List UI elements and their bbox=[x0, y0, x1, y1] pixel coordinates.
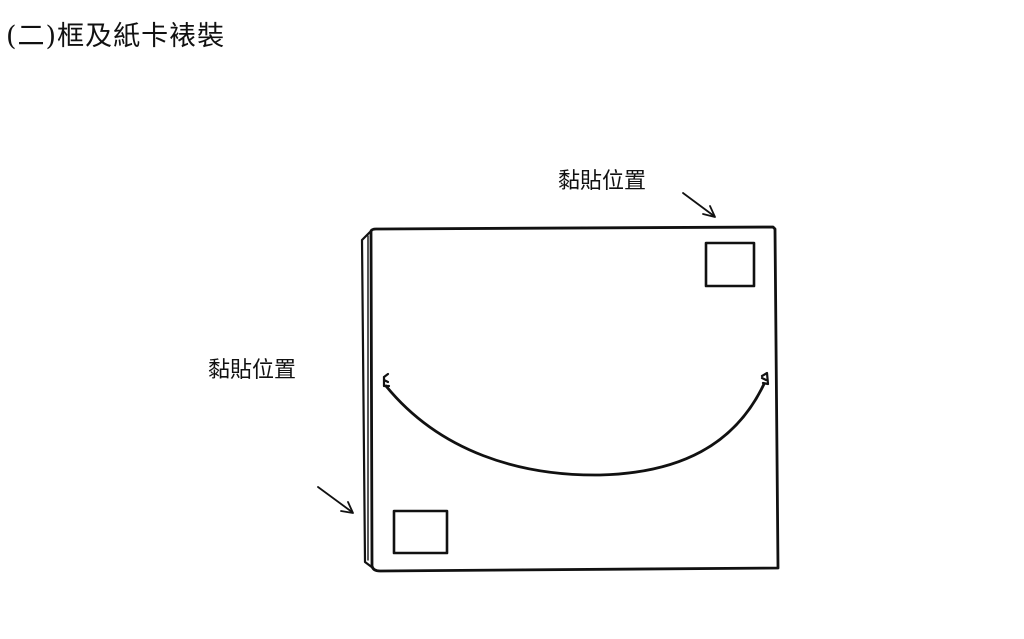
adhesive-pad-top-right bbox=[704, 241, 756, 288]
frame-outline bbox=[369, 225, 780, 573]
wire-hook-right bbox=[760, 371, 770, 386]
hanging-wire bbox=[384, 382, 766, 477]
frame-side-edge bbox=[360, 230, 375, 570]
adhesive-position-label-left: 黏貼位置 bbox=[208, 358, 297, 383]
wire-hook-left bbox=[382, 372, 391, 388]
adhesive-pad-bottom-left bbox=[392, 509, 449, 555]
arrow-left bbox=[317, 486, 354, 514]
adhesive-position-label-top: 黏貼位置 bbox=[558, 169, 647, 194]
section-heading: (二)框及紙卡裱裝 bbox=[6, 21, 226, 52]
arrow-top bbox=[682, 192, 716, 218]
